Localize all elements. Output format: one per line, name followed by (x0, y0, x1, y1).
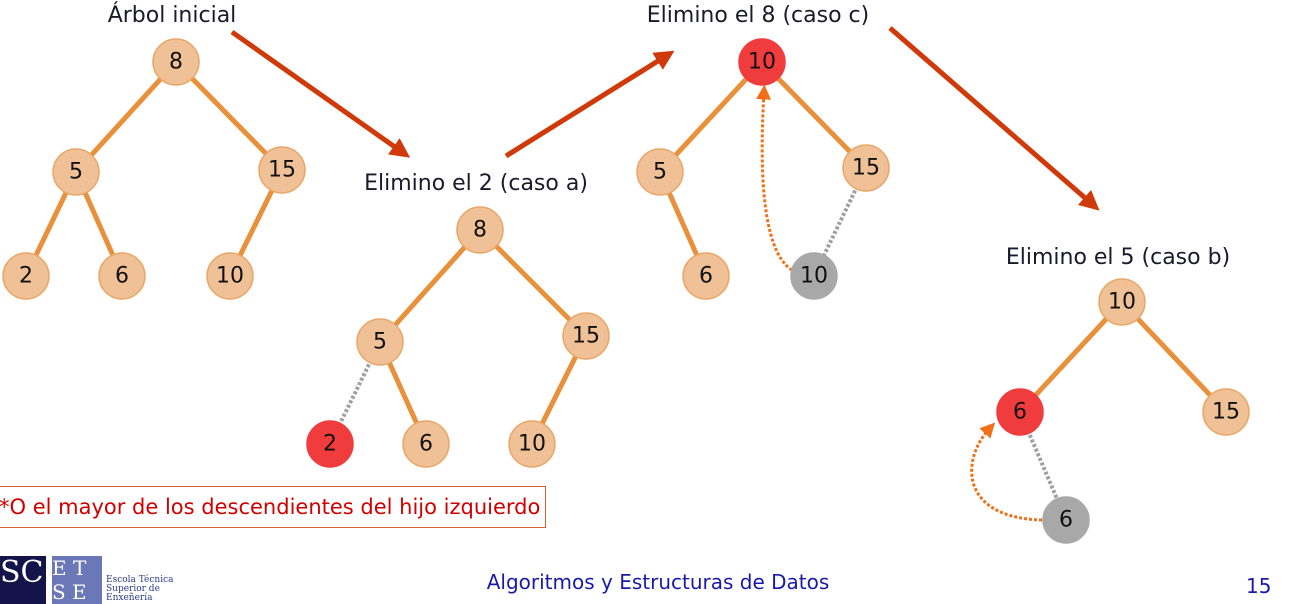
tree-node-step-b (1098, 278, 1146, 326)
tree-node-initial (206, 252, 254, 300)
usc-logo: SC (0, 556, 46, 604)
tree-node-step-b (1202, 388, 1250, 436)
node-value: 6 (699, 264, 713, 289)
label-step-b: Elimino el 5 (caso b) (1006, 245, 1230, 270)
tree-node-initial (52, 148, 100, 196)
node-value: 6 (419, 432, 433, 457)
page-number: 15 (1246, 574, 1272, 598)
tree-step-c (657, 60, 868, 278)
node-value: 10 (1108, 290, 1136, 315)
step-arrow-3 (888, 26, 1100, 211)
node-value: 2 (323, 432, 337, 457)
tree-node-step-a (402, 420, 450, 468)
node-value: 10 (216, 264, 244, 289)
tree-node-step-a (456, 206, 504, 254)
node-value: 15 (268, 158, 296, 183)
node-value: 5 (653, 160, 667, 185)
tree-node-step-a (562, 312, 610, 360)
tree-node-step-c (636, 148, 684, 196)
move-arrow-c (756, 84, 793, 272)
tree-node-step-c (738, 38, 786, 86)
node-value: 6 (1059, 508, 1073, 533)
node-value: 10 (748, 50, 776, 75)
node-value: 5 (373, 330, 387, 355)
node-value: 2 (19, 264, 33, 289)
tree-node-step-c (682, 252, 730, 300)
note-box: *O el mayor de los descendientes del hij… (0, 486, 546, 528)
label-step-c: Elimino el 8 (caso c) (647, 3, 869, 28)
node-value: 10 (518, 432, 546, 457)
node-value: 8 (169, 50, 183, 75)
tree-node-initial (2, 252, 50, 300)
footer-title: Algoritmos y Estructuras de Datos (486, 570, 830, 594)
tree-node-step-c (790, 252, 838, 300)
node-value: 6 (1013, 400, 1027, 425)
node-value: 15 (572, 324, 600, 349)
node-value: 15 (1212, 400, 1240, 425)
node-value: 6 (115, 264, 129, 289)
step-arrow-2 (504, 50, 675, 159)
etse-logo: E T S E (52, 556, 102, 604)
tree-node-initial (98, 252, 146, 300)
move-arrow-b (970, 422, 1043, 522)
tree-node-step-c (842, 144, 890, 192)
node-value: 5 (69, 160, 83, 185)
node-value: 10 (800, 264, 828, 289)
tree-node-step-a (356, 318, 404, 366)
node-value: 8 (473, 218, 487, 243)
label-initial: Árbol inicial (108, 2, 237, 28)
node-value: 15 (852, 156, 880, 181)
tree-node-step-b (1042, 496, 1090, 544)
tree-node-step-b (996, 388, 1044, 436)
tree-node-step-a (306, 420, 354, 468)
tree-node-step-a (508, 420, 556, 468)
tree-node-initial (258, 146, 306, 194)
tree-node-initial (152, 38, 200, 86)
label-step-a: Elimino el 2 (caso a) (364, 171, 588, 196)
step-arrow-1 (230, 29, 411, 158)
